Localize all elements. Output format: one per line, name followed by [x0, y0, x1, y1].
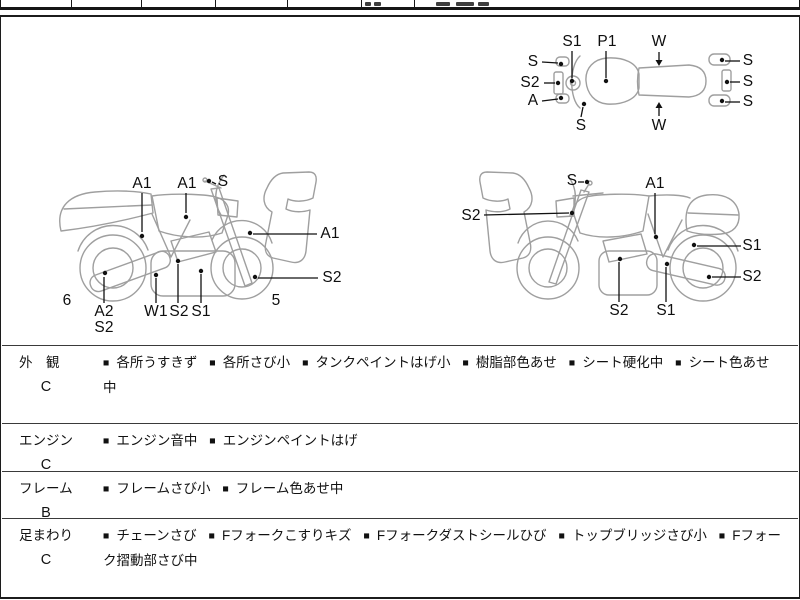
- section-label: 外 観: [19, 355, 60, 370]
- bullet-square-icon: ■: [222, 483, 229, 495]
- condition-items: ■ エンジン音中 ■ エンジンペイントはげ: [103, 429, 798, 471]
- cutoff-table-row: [0, 0, 800, 10]
- condition-item-text: トップブリッジさび小: [571, 528, 707, 543]
- condition-item-text: エンジン音中: [116, 433, 198, 448]
- bullet-square-icon: ■: [462, 357, 469, 369]
- condition-items: ■各所うすきず■各所さび小■タンクペイントはげ小■樹脂部色あせ■シート硬化中■シ…: [103, 351, 798, 423]
- condition-items: ■ フレームさび小 ■ フレーム色あせ中: [103, 477, 798, 518]
- table-cell: [1, 0, 72, 7]
- bullet-square-icon: ■: [208, 530, 216, 542]
- condition-item: ■ 樹脂部色あせ: [463, 355, 557, 370]
- condition-item: ■ 各所うすきず: [103, 355, 197, 370]
- condition-item-text: Fフォークこすりキズ: [222, 528, 352, 543]
- table-cell: [216, 0, 288, 7]
- condition-item-text: シート色あせ中: [103, 355, 770, 395]
- bullet-square-icon: ■: [209, 435, 216, 447]
- bullet-square-icon: ■: [568, 357, 576, 369]
- condition-item: ■Fフォーク摺動部さび中: [103, 528, 781, 568]
- condition-item: ■ シート硬化中: [569, 355, 663, 370]
- table-cell: [415, 0, 799, 7]
- table-cell: [142, 0, 216, 7]
- table-cell: [72, 0, 142, 7]
- bullet-square-icon: ■: [558, 530, 565, 542]
- section-label-column: エンジン C: [2, 429, 103, 473]
- condition-item-text: チェーンさび: [116, 528, 197, 543]
- bullet-square-icon: ■: [103, 357, 110, 369]
- condition-item-text: 各所さび小: [222, 355, 291, 370]
- condition-row: 足まわり C ■ チェーンさび ■ Fフォークこすりキズ ■ Fフォークダストシールひび ■ トッ…: [2, 518, 798, 594]
- condition-item: ■ フレーム色あせ中: [222, 481, 343, 496]
- section-label-column: 外 観 C: [2, 351, 103, 423]
- condition-item-text: Fフォーク摺動部さび中: [103, 528, 781, 568]
- section-label-column: フレーム B: [2, 477, 103, 521]
- grade-value: C: [40, 552, 52, 568]
- grade-value: B: [41, 505, 51, 521]
- condition-item-text: フレーム色あせ中: [235, 481, 344, 496]
- table-cell: [288, 0, 362, 7]
- grade-value: C: [40, 457, 52, 473]
- condition-item: ■ Fフォークダストシールひび: [364, 528, 547, 543]
- condition-items: ■ チェーンさび ■ Fフォークこすりキズ ■ Fフォークダストシールひび ■ トップブリッジ…: [103, 524, 798, 594]
- condition-item-text: Fフォークダストシールひび: [376, 528, 547, 543]
- bullet-square-icon: ■: [103, 530, 110, 542]
- grade-value: C: [40, 379, 52, 395]
- condition-item: ■ タンクペイントはげ小: [302, 355, 450, 370]
- cutoff-text-fragment: [365, 2, 371, 6]
- cutoff-text-fragment: [436, 2, 450, 6]
- bullet-square-icon: ■: [103, 483, 110, 495]
- condition-item-text: 各所うすきず: [116, 355, 198, 370]
- bullet-square-icon: ■: [675, 357, 682, 369]
- condition-item: ■ エンジン音中: [103, 433, 197, 448]
- bullet-square-icon: ■: [363, 530, 370, 542]
- condition-item: ■ 各所さび小: [209, 355, 290, 370]
- condition-item: ■ トップブリッジさび小: [559, 528, 707, 543]
- bullet-square-icon: ■: [302, 357, 309, 369]
- table-cell: [362, 0, 415, 7]
- condition-item: ■ Fフォークこすりキズ: [209, 528, 352, 543]
- condition-row: エンジン C ■ エンジン音中 ■ エンジンペイントはげ: [2, 423, 798, 473]
- cutoff-text-fragment: [456, 2, 474, 6]
- section-label: 足まわり: [19, 528, 73, 543]
- condition-item-text: 樹脂部色あせ: [475, 355, 557, 370]
- bullet-square-icon: ■: [209, 357, 216, 369]
- condition-row: 外 観 C ■ 各所うすきず ■ 各所さび小 ■ タンクペイントはげ小 ■ 樹脂部色あせ ■ シート硬…: [2, 345, 798, 423]
- bullet-square-icon: ■: [718, 530, 726, 542]
- cutoff-text-fragment: [478, 2, 489, 6]
- section-label-column: 足まわり C: [2, 524, 103, 594]
- cutoff-text-fragment: [374, 2, 381, 6]
- condition-item: ■ エンジンペイントはげ: [209, 433, 357, 448]
- condition-item-text: エンジンペイントはげ: [222, 433, 358, 448]
- condition-item: ■ チェーンさび: [103, 528, 197, 543]
- condition-item-text: フレームさび小: [116, 481, 211, 496]
- bullet-square-icon: ■: [103, 435, 110, 447]
- section-label: エンジン: [19, 433, 73, 448]
- condition-table: 外 観 C ■ 各所うすきず ■ 各所さび小 ■ タンクペイントはげ小 ■ 樹脂部色あせ ■ シート硬…: [2, 345, 798, 594]
- section-label: フレーム: [19, 481, 73, 496]
- condition-row: フレーム B ■ フレームさび小 ■ フレーム色あせ中: [2, 471, 798, 521]
- condition-item-text: タンクペイントはげ小: [315, 355, 451, 370]
- condition-item-text: シート硬化中: [582, 355, 664, 370]
- condition-item: ■ フレームさび小: [103, 481, 210, 496]
- condition-item: ■シート色あせ中: [103, 355, 770, 395]
